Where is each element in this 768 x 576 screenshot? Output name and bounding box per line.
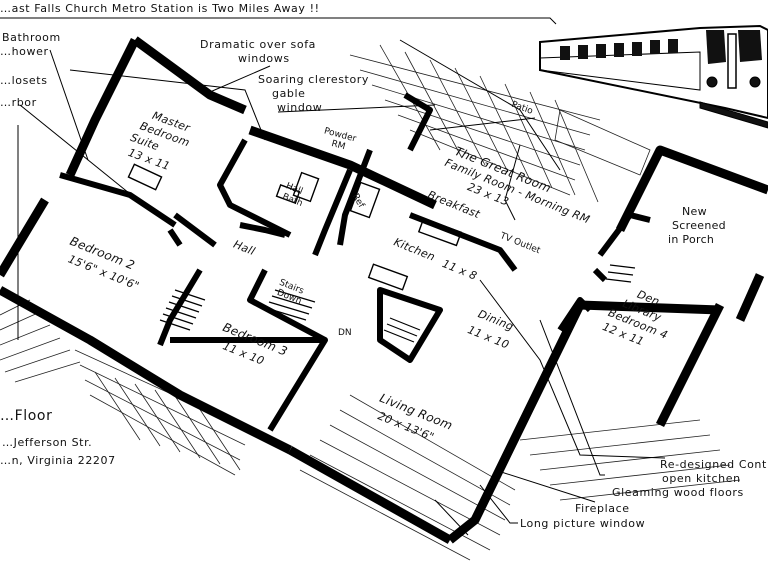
front-walk-hatching (299, 394, 741, 561)
fixtures (127, 163, 463, 291)
dn-label: DN (338, 328, 352, 338)
porch-label-line3: in Porch (668, 233, 714, 246)
den-library-label: Den Library Bedroom 4 12 x 11 (601, 288, 670, 349)
wood-floors-callout: Gleaming wood floors (612, 486, 744, 499)
floor-label: …Floor (0, 408, 52, 424)
hall-label: Hall (231, 238, 257, 258)
metro-train-illustration (539, 24, 768, 129)
closets-label: …losets (0, 74, 48, 87)
left-shrub-hatching (0, 299, 251, 476)
street-label: …Jefferson Str. (2, 436, 92, 449)
master-suite-label: Master Bedroom Suite 13 x 11 (126, 109, 193, 173)
fireplace-callout: Fireplace (575, 502, 630, 515)
kitchen-callout-line2: open kitchen (662, 472, 741, 485)
bedroom3-label: Bedroom 3 11 x 10 (221, 320, 290, 368)
clerestory-callout-line1: Soaring clerestory (258, 73, 369, 86)
shower-label: …hower (0, 45, 49, 58)
interior-walls (59, 92, 651, 432)
powder-room-label-line2: RM (330, 139, 346, 152)
clerestory-callout-line2: gable (272, 87, 306, 100)
leader-lines (0, 17, 666, 536)
bathroom-label: Bathroom (2, 31, 61, 44)
clerestory-callout-line3: window (277, 101, 322, 114)
picture-window-callout: Long picture window (520, 517, 645, 530)
sofa-windows-callout-line2: windows (238, 52, 290, 65)
bedroom2-label: Bedroom 2 15'6" x 10'6" (66, 234, 141, 293)
living-room-label: Living Room 20 x 13'6" (376, 391, 455, 444)
city-label: …n, Virginia 22207 (0, 454, 116, 467)
exterior-walls (0, 36, 768, 544)
metro-distance-note: …ast Falls Church Metro Station is Two M… (0, 2, 320, 15)
stair-treads (159, 264, 636, 343)
porch-label-line2: Screened (672, 219, 726, 232)
kitchen-callout-line1: Re-designed Cont… (660, 458, 768, 471)
ref-label: Ref (350, 192, 366, 210)
kitchen-label: Kitchen (392, 235, 437, 263)
porch-label-line1: New (682, 205, 707, 218)
kitchen-size: 11 x 8 (440, 257, 479, 283)
arbor-label: …rbor (0, 96, 37, 109)
sofa-windows-callout-line1: Dramatic over sofa (200, 38, 316, 51)
